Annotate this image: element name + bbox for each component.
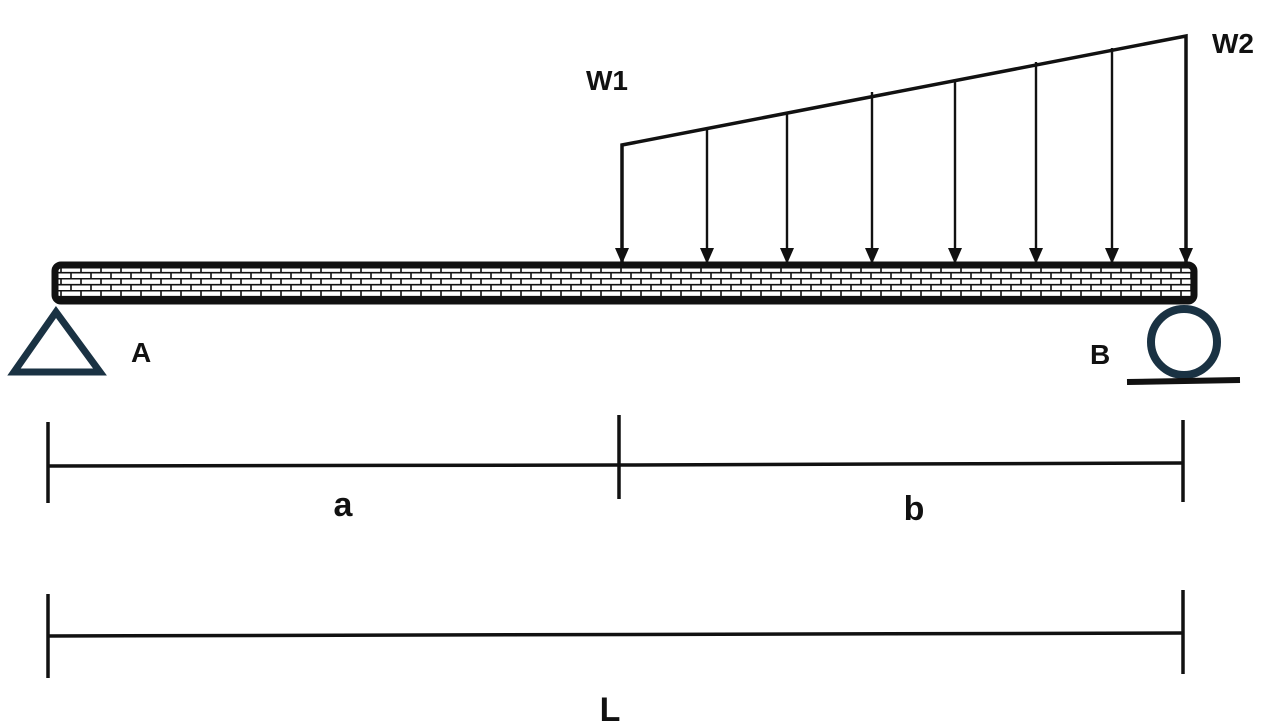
roller-support-icon — [1147, 305, 1221, 379]
dimension-a-b: a b — [46, 415, 1185, 528]
beam-body — [51, 261, 1198, 305]
support-a: A — [7, 305, 151, 376]
distributed-load: W1 W2 — [586, 28, 1254, 266]
span-label-b: b — [904, 490, 925, 528]
roller-ground-line — [1126, 377, 1241, 385]
dim-line-l — [47, 631, 1184, 638]
support-b: B — [1090, 305, 1241, 385]
load-label-w1: W1 — [586, 65, 628, 96]
support-label-b: B — [1090, 339, 1110, 370]
dim-line-b — [618, 461, 1184, 467]
dim-line-a — [47, 463, 620, 468]
load-label-w2: W2 — [1212, 28, 1254, 59]
beam — [51, 261, 1198, 305]
support-label-a: A — [131, 337, 151, 368]
span-label-l: L — [600, 691, 621, 728]
dimension-l: L — [46, 590, 1185, 728]
pin-support-triangle-icon — [7, 305, 107, 376]
span-label-a: a — [334, 486, 354, 524]
